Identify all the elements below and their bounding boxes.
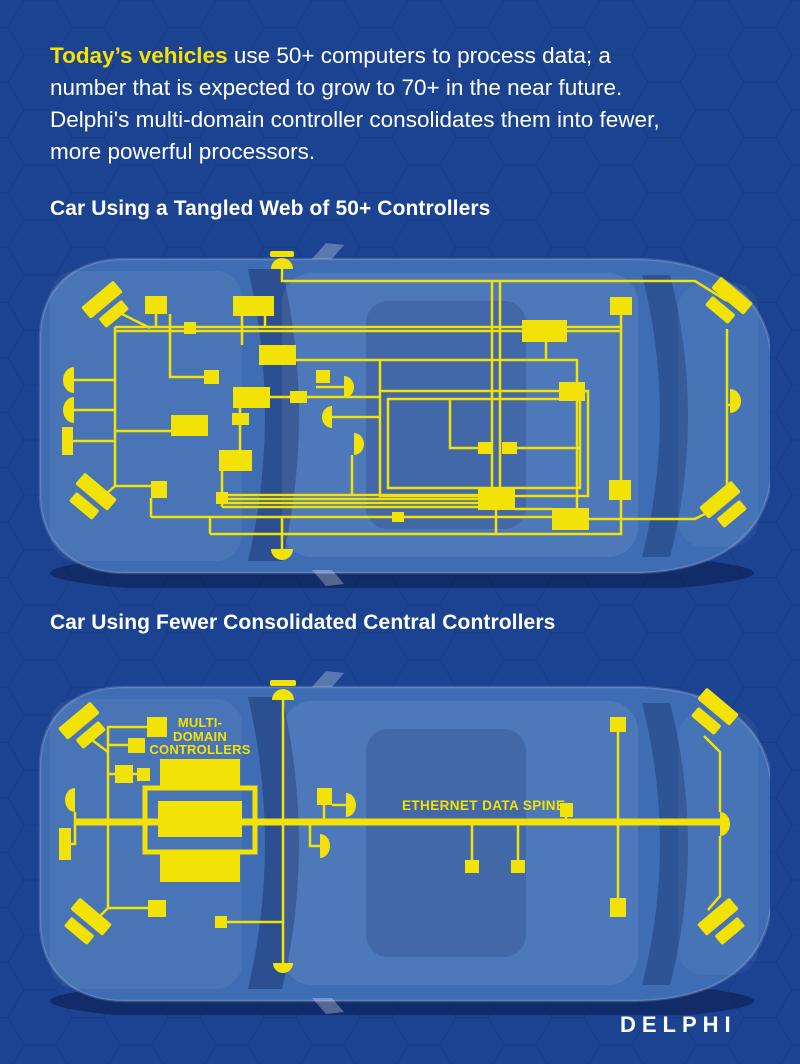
peripheral-nodes [59, 717, 626, 928]
speaker-dome-icons [65, 788, 730, 858]
delphi-logo: DELPHI [620, 1012, 737, 1037]
roof-antenna-icon [270, 251, 294, 269]
tangled-diagram-heading: Car Using a Tangled Web of 50+ Controlle… [50, 197, 491, 220]
controller-boxes [145, 296, 632, 530]
rear-sensor-icon [273, 963, 293, 973]
mdc-label: MULTI- DOMAIN CONTROLLERS [130, 716, 270, 757]
intro-rest: use 50+ computers to process data; a num… [50, 43, 660, 164]
roof-antenna-icon [270, 680, 296, 700]
speaker-dome-icons [62, 367, 741, 455]
car2-consolidated-diagram [38, 669, 770, 1015]
car2-wiring-network [57, 680, 750, 973]
multi-domain-controller-stack [142, 759, 258, 882]
mdc-label-line2: DOMAIN [173, 728, 227, 744]
mdc-label-line1: MULTI- [177, 715, 223, 730]
consolidated-diagram-heading: Car Using Fewer Consolidated Central Con… [50, 611, 556, 634]
mdc-label-line3: CONTROLLERS [149, 742, 251, 757]
car1-tangled-diagram [38, 243, 770, 588]
intro-text: Today’s vehicles use 50+ computers to pr… [50, 40, 668, 168]
intro-highlight: Today’s vehicles [50, 43, 228, 68]
car1-wiring-network [62, 251, 754, 560]
ethernet-spine-label: ETHERNET DATA SPINE [402, 798, 566, 813]
rear-sensor-icon [271, 549, 293, 560]
